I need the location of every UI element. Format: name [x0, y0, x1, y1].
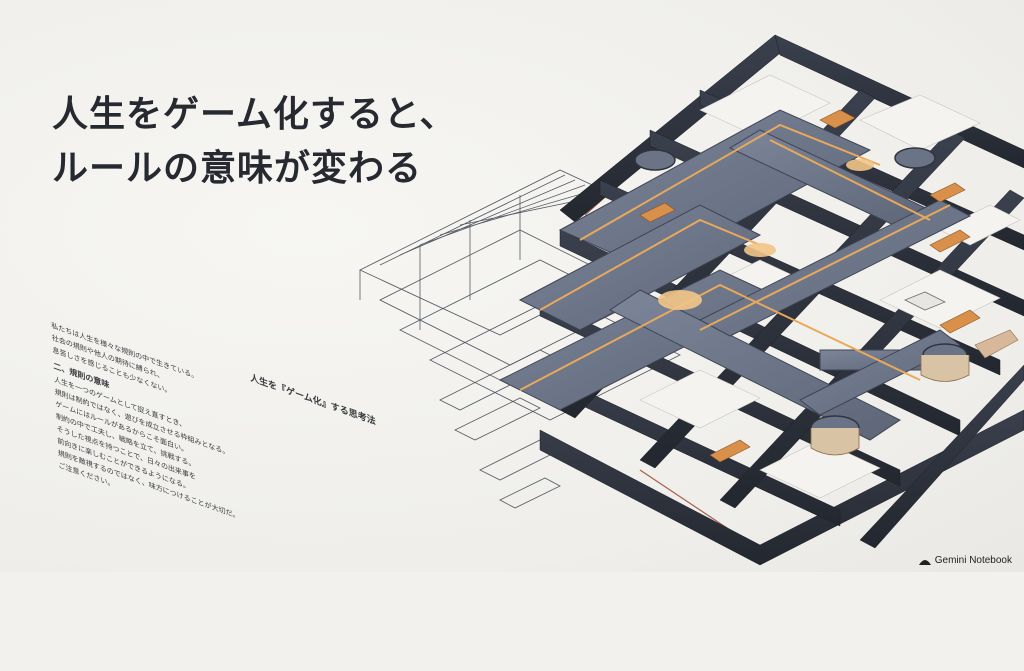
- brand-text: Gemini Notebook: [934, 555, 1012, 566]
- brand-label: Gemini Notebook: [918, 555, 1012, 566]
- junction-highlights: [658, 159, 874, 310]
- track-network: [498, 109, 972, 441]
- station-nodes: [634, 147, 1019, 456]
- game-board-illustration: [359, 34, 1024, 566]
- track-accent-line: [519, 123, 951, 391]
- headline-line-2: ルールの意味が変わる: [52, 148, 423, 189]
- wood-blocks: [639, 109, 981, 463]
- headline: 人生をゲーム化すると、 ルールの意味が変わる: [52, 88, 522, 196]
- small-device: [904, 291, 946, 311]
- brand-logo-icon: [918, 559, 931, 565]
- headline-line-1: 人生をゲーム化すると、: [52, 94, 457, 135]
